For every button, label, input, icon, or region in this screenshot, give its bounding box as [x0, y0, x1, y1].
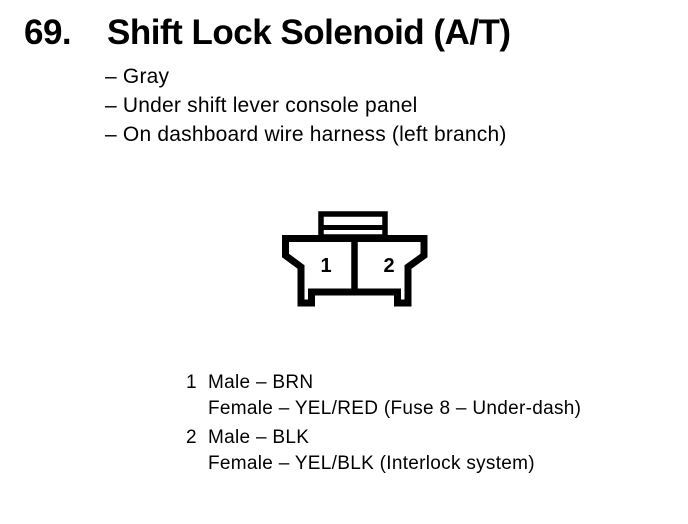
cavity-1-label: 1 [320, 255, 331, 277]
connector-diagram: 1 2 [282, 211, 428, 307]
pin-entry-2: 2 Male – BLK Female – YEL/BLK (Interlock… [186, 425, 581, 477]
detail-connector-color: – Gray [105, 65, 170, 88]
pin-entry-1: 1 Male – BRN Female – YEL/RED (Fuse 8 – … [186, 370, 581, 422]
item-number: 69. [24, 13, 72, 52]
pin-1-wires: Male – BRN Female – YEL/RED (Fuse 8 – Un… [208, 370, 581, 422]
pin-2-female-wire: Female – YEL/BLK (Interlock system) [208, 453, 535, 474]
pin-1-number: 1 [186, 372, 197, 393]
pin-2-male-wire: Male – BLK [208, 427, 310, 448]
connector-body-outline [282, 235, 428, 307]
connector-details: – Gray – Under shift lever console panel… [105, 62, 507, 149]
detail-harness: – On dashboard wire harness (left branch… [105, 123, 507, 146]
pin-2-number: 2 [186, 427, 197, 448]
pin-1-male-wire: Male – BRN [208, 372, 314, 393]
cavity-2-label: 2 [383, 255, 394, 277]
pin-2-wires: Male – BLK Female – YEL/BLK (Interlock s… [208, 425, 535, 477]
page-title: Shift Lock Solenoid (A/T) [107, 13, 511, 52]
pin-1-female-wire: Female – YEL/RED (Fuse 8 – Under-dash) [208, 398, 582, 419]
pin-list: 1 Male – BRN Female – YEL/RED (Fuse 8 – … [186, 370, 581, 477]
detail-location: – Under shift lever console panel [105, 94, 418, 117]
